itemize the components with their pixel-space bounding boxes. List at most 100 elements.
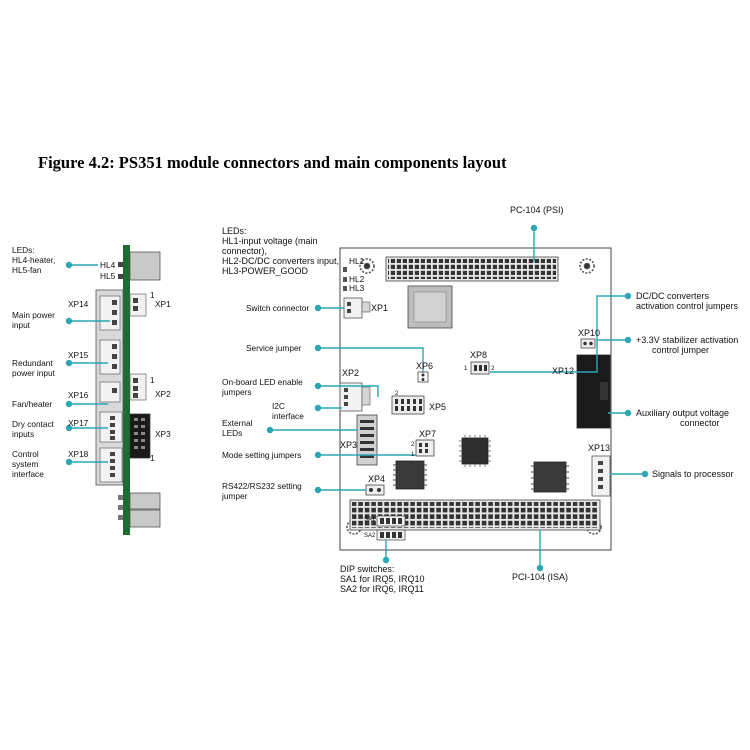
side-xp3-pin1: 1	[150, 453, 155, 463]
side-redundant-power-1: Redundant	[12, 358, 53, 368]
side-bottom-block-2	[129, 509, 161, 528]
xp4-jumper	[365, 484, 385, 496]
stab-label-2: control jumper	[652, 345, 709, 355]
xp5-pin2: 2	[395, 391, 399, 397]
hl3-label: HL3	[349, 283, 365, 293]
xp7-jumpers	[415, 439, 435, 457]
side-xp3-connector	[129, 413, 151, 459]
aux-label-1: Auxiliary output voltage	[636, 408, 729, 418]
xp2-connector	[339, 382, 363, 412]
side-main-power-2: input	[12, 320, 31, 330]
side-leds-hl5: HL5-fan	[12, 265, 42, 275]
side-leds-title: LEDs:	[12, 245, 35, 255]
side-dry-contact-2: inputs	[12, 429, 34, 439]
sa1-label: SA1	[364, 517, 376, 523]
side-pcb	[123, 245, 130, 535]
side-xp18-label: XP18	[68, 449, 89, 459]
xp6-label: XP6	[416, 361, 433, 371]
side-xp3-label: XP3	[155, 429, 171, 439]
dcdc-label-1: DC/DC converters	[636, 291, 710, 301]
service-jumper-label: Service jumper	[246, 343, 302, 353]
board-labels: LEDs: HL1-input voltage (main connector)…	[221, 205, 739, 594]
ic-right	[533, 461, 567, 493]
external-leds-label-2: LEDs	[222, 428, 242, 438]
pci104-label: PCI-104 (ISA)	[512, 572, 568, 582]
xp8-label: XP8	[470, 350, 487, 360]
side-xp15-label: XP15	[68, 350, 89, 360]
xp5-label: XP5	[429, 402, 446, 412]
xp10-label: XP10	[578, 328, 600, 338]
side-control-system-1: Control	[12, 449, 39, 459]
side-xp1-pin1: 1	[150, 290, 155, 300]
i2c-label-1: I2C	[272, 401, 285, 411]
onboard-led-label-1: On-board LED enable	[222, 377, 303, 387]
xp3-label: XP3	[340, 440, 357, 450]
xp12-label: XP12	[552, 366, 574, 376]
sa2-dip-switch	[376, 529, 406, 541]
side-xp17-label: XP17	[68, 418, 89, 428]
side-view: LEDs: HL4-heater, HL5-fan HL4 HL5 Main p…	[12, 245, 171, 535]
aux-label-2: connector	[680, 418, 720, 428]
leds-text-2: HL1-input voltage (main	[222, 236, 318, 246]
side-control-system-2: system	[12, 459, 38, 469]
side-hl5-led	[118, 274, 123, 279]
side-fan-heater: Fan/heater	[12, 399, 52, 409]
xp8-pin1: 1	[464, 366, 468, 372]
xp7-pin2: 2	[411, 442, 415, 448]
xp7-label: XP7	[419, 429, 436, 439]
xp13-label: XP13	[588, 443, 610, 453]
side-xp14-label: XP14	[68, 299, 89, 309]
side-bottom-block-1	[129, 492, 161, 510]
dip-label-3: SA2 for IRQ6, IRQ11	[340, 584, 424, 594]
side-xp1-connector	[129, 293, 147, 317]
side-top-block	[129, 251, 161, 281]
board-view	[339, 247, 612, 551]
xp10-jumper	[580, 338, 596, 349]
side-xp2-pin1: 1	[150, 375, 155, 385]
stab-label-1: +3.3V stabilizer activation	[636, 335, 738, 345]
sa1-dip-switch	[376, 515, 406, 527]
xp13-connector	[591, 455, 611, 497]
ic-left	[395, 460, 425, 490]
mode-jumpers-label: Mode setting jumpers	[222, 450, 301, 460]
xp2-label: XP2	[342, 368, 359, 378]
xp7-pin1: 1	[411, 452, 415, 458]
side-hl4-label: HL4	[100, 260, 116, 270]
xp4-label: XP4	[368, 474, 385, 484]
hl2-led	[343, 277, 347, 282]
side-main-power-1: Main power	[12, 310, 55, 320]
hl1-label: HL1	[349, 256, 365, 266]
xp8-pin2: 2	[491, 366, 495, 372]
pc104-label: PC-104 (PSI)	[510, 205, 564, 215]
rs-jumper-label-1: RS422/RS232 setting	[222, 481, 302, 491]
side-leds-hl4: HL4-heater,	[12, 255, 55, 265]
figure-title: Figure 4.2: PS351 module connectors and …	[38, 153, 507, 172]
dip-label-2: SA1 for IRQ5, IRQ10	[340, 574, 425, 584]
xp5-jumpers	[391, 395, 425, 415]
leds-text-5: HL3-POWER_GOOD	[222, 266, 309, 276]
hl3-led	[343, 286, 347, 291]
xp1-label: XP1	[371, 303, 388, 313]
side-xp16-label: XP16	[68, 390, 89, 400]
side-xp1-label: XP1	[155, 299, 171, 309]
side-xp16-housing	[99, 381, 121, 403]
hl1-led	[343, 267, 347, 272]
ic-qfp	[461, 437, 489, 465]
side-xp2-label: XP2	[155, 389, 171, 399]
leds-text-3: connector),	[222, 246, 267, 256]
pc104-pins	[388, 259, 556, 279]
side-hl5-label: HL5	[100, 271, 116, 281]
leds-text-4: HL2-DC/DC converters input,	[222, 256, 339, 266]
dip-label-1: DIP switches:	[340, 564, 394, 574]
onboard-led-label-2: jumpers	[221, 387, 252, 397]
signals-label: Signals to processor	[652, 469, 734, 479]
side-hl4-led	[118, 262, 123, 267]
side-control-system-3: interface	[12, 469, 44, 479]
hl2-label: HL2	[349, 274, 365, 284]
i2c-label-2: interface	[272, 411, 304, 421]
side-dry-contact-1: Dry contact	[12, 419, 55, 429]
dcdc-label-2: activation control jumpers	[636, 301, 739, 311]
leds-text-1: LEDs:	[222, 226, 247, 236]
side-redundant-power-2: power input	[12, 368, 56, 378]
